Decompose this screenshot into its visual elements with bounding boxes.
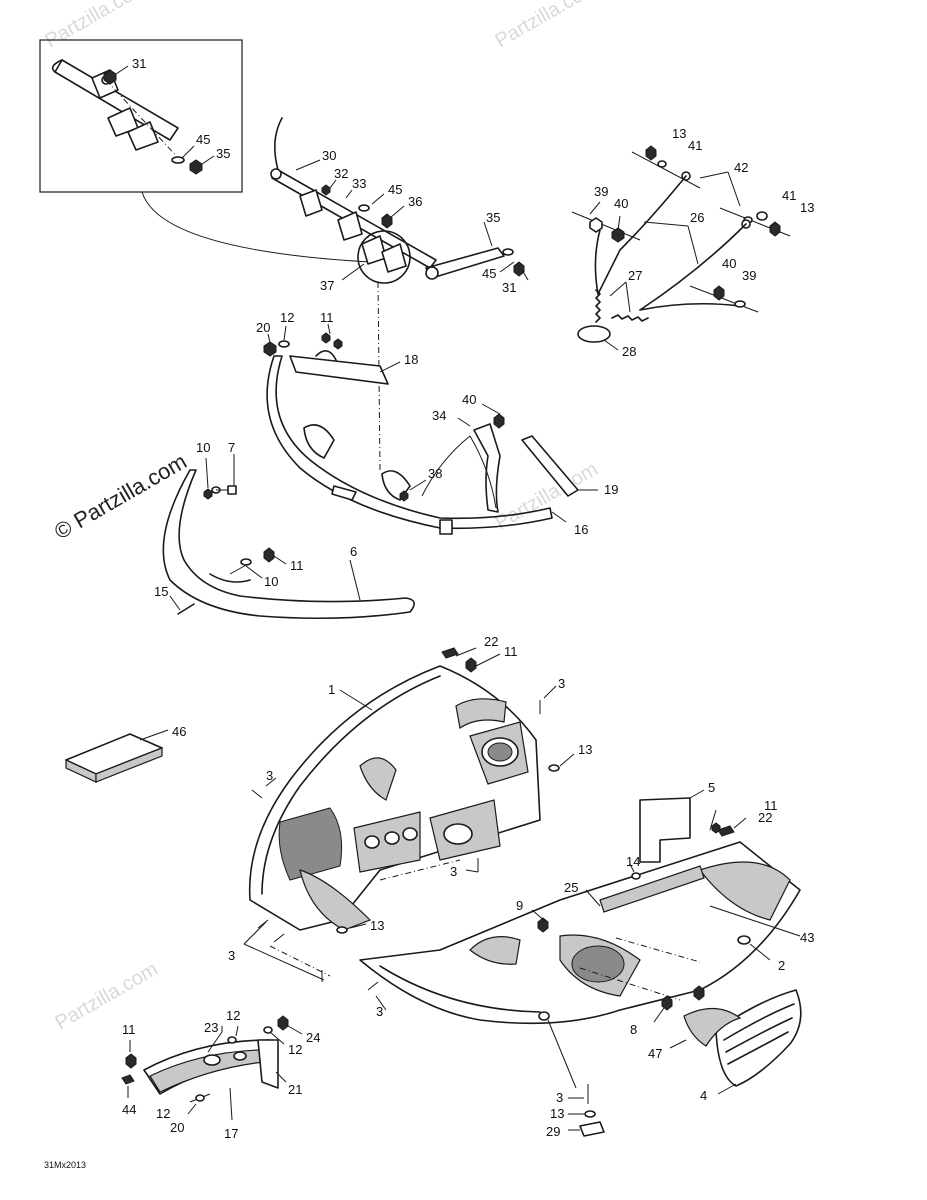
callout-18: 18 <box>404 352 418 367</box>
callout-41: 41 <box>782 188 796 203</box>
callout-39: 39 <box>742 268 756 283</box>
callout-12: 12 <box>156 1106 170 1121</box>
callout-9: 9 <box>516 898 523 913</box>
callout-19: 19 <box>604 482 618 497</box>
callout-3: 3 <box>556 1090 563 1105</box>
callout-4: 4 <box>700 1088 707 1103</box>
callout-13: 13 <box>800 200 814 215</box>
watermark-bottom-left: Partzilla.com <box>52 958 162 1034</box>
callout-11: 11 <box>504 644 518 659</box>
callout-12: 12 <box>288 1042 302 1057</box>
callout-28: 28 <box>622 344 636 359</box>
callout-44: 44 <box>122 1102 136 1117</box>
callout-40: 40 <box>614 196 628 211</box>
callout-22: 22 <box>758 810 772 825</box>
callout-17: 17 <box>224 1126 238 1141</box>
callout-40: 40 <box>462 392 476 407</box>
callout-35: 35 <box>216 146 230 161</box>
callout-13: 13 <box>672 126 686 141</box>
bumper-frame-assembly <box>263 323 598 535</box>
callout-3: 3 <box>376 1004 383 1019</box>
callout-45: 45 <box>196 132 210 147</box>
callout-23: 23 <box>204 1020 218 1035</box>
skid-plate <box>669 989 802 1095</box>
callout-29: 29 <box>546 1124 560 1139</box>
bottom-fastener-stack <box>568 1084 605 1137</box>
callout-30: 30 <box>322 148 336 163</box>
lower-belly-pan <box>359 789 801 1089</box>
callout-22: 22 <box>484 634 498 649</box>
callout-25: 25 <box>564 880 578 895</box>
callout-13: 13 <box>550 1106 564 1121</box>
callout-8: 8 <box>630 1022 637 1037</box>
callout-35: 35 <box>486 210 500 225</box>
side-bracket <box>121 1015 303 1121</box>
callout-21: 21 <box>288 1082 302 1097</box>
callout-11: 11 <box>290 558 304 573</box>
detail-inset <box>39 39 243 193</box>
callout-40: 40 <box>722 256 736 271</box>
callout-10: 10 <box>264 574 278 589</box>
diagram-reference-code: 31Mx2013 <box>44 1160 86 1170</box>
callout-31: 31 <box>502 280 516 295</box>
callout-6: 6 <box>350 544 357 559</box>
watermark-top-right: Partzilla.com <box>492 0 602 52</box>
upper-belly-pan <box>243 647 575 982</box>
callout-3: 3 <box>228 948 235 963</box>
callout-20: 20 <box>256 320 270 335</box>
callout-13: 13 <box>578 742 592 757</box>
callout-2: 2 <box>778 958 785 973</box>
callout-46: 46 <box>172 724 186 739</box>
hinge-bar-assembly <box>270 117 529 284</box>
callout-36: 36 <box>408 194 422 209</box>
watermark-top-left: Partzilla.com <box>42 0 152 52</box>
callout-10: 10 <box>196 440 210 455</box>
callout-12: 12 <box>226 1008 240 1023</box>
callout-38: 38 <box>428 466 442 481</box>
bumper-fascia <box>162 454 415 620</box>
callout-26: 26 <box>690 210 704 225</box>
callout-47: 47 <box>648 1046 662 1061</box>
foam-pad <box>65 729 169 783</box>
callout-15: 15 <box>154 584 168 599</box>
callout-34: 34 <box>432 408 446 423</box>
callout-43: 43 <box>800 930 814 945</box>
detail-pointer-curve <box>141 191 371 263</box>
callout-5: 5 <box>708 780 715 795</box>
callout-39: 39 <box>594 184 608 199</box>
callout-11: 11 <box>320 310 334 325</box>
callout-27: 27 <box>628 268 642 283</box>
callout-7: 7 <box>228 440 235 455</box>
callout-labels: 31 45 35 30 32 33 45 36 35 45 31 37 13 4… <box>122 56 814 1141</box>
callout-13: 13 <box>370 918 384 933</box>
callout-11: 11 <box>764 798 778 813</box>
callout-20: 20 <box>170 1120 184 1135</box>
callout-1: 1 <box>328 682 335 697</box>
callout-37: 37 <box>320 278 334 293</box>
callout-14: 14 <box>626 854 640 869</box>
cable-spring-assembly <box>571 145 791 351</box>
callout-24: 24 <box>306 1030 320 1045</box>
callout-3: 3 <box>450 864 457 879</box>
callout-3: 3 <box>558 676 565 691</box>
callout-16: 16 <box>574 522 588 537</box>
callout-45: 45 <box>388 182 402 197</box>
callout-12: 12 <box>280 310 294 325</box>
callout-31: 31 <box>132 56 146 71</box>
callout-32: 32 <box>334 166 348 181</box>
callout-41: 41 <box>688 138 702 153</box>
callout-45: 45 <box>482 266 496 281</box>
callout-42: 42 <box>734 160 748 175</box>
callout-11: 11 <box>122 1022 136 1037</box>
callout-33: 33 <box>352 176 366 191</box>
callout-3: 3 <box>266 768 273 783</box>
